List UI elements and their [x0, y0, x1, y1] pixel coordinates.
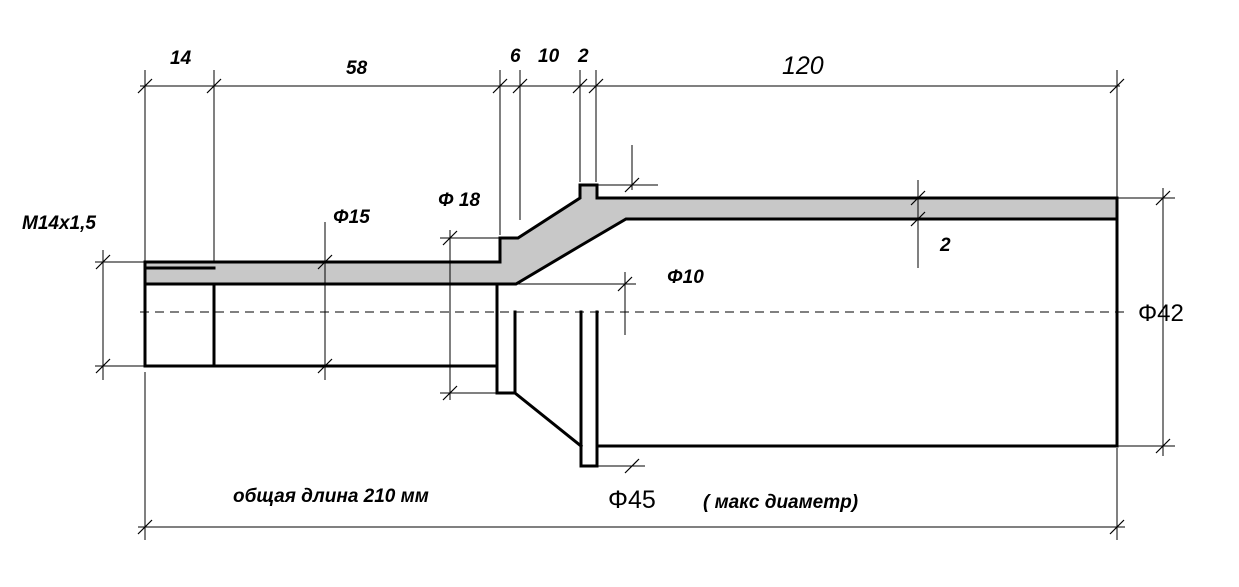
- thread-label: M14x1,5: [22, 213, 96, 234]
- dia-15-label: Φ15: [333, 207, 370, 228]
- total-length-label: общая длина 210 мм: [233, 486, 429, 507]
- dim-58-label: 58: [346, 58, 368, 79]
- top-dimension-lines: [137, 70, 1125, 262]
- dia-45-label: Φ45: [608, 486, 656, 514]
- wall-section: [143, 183, 1119, 286]
- dim-10-label: 10: [538, 46, 560, 67]
- max-diameter-note: ( макс диаметр): [703, 492, 858, 513]
- wall-2-label: 2: [939, 235, 951, 256]
- overall-length-dimension: [137, 372, 1125, 540]
- dim-14-label: 14: [170, 48, 192, 69]
- body-outline: [143, 217, 1119, 468]
- diameter-leaders: [95, 145, 1175, 474]
- dia-42-label: Φ42: [1138, 300, 1184, 327]
- dia-18-label: Φ 18: [438, 190, 480, 211]
- dia-10-label: Φ10: [667, 267, 704, 288]
- dim-6-label: 6: [510, 46, 521, 67]
- dim-2-top-label: 2: [577, 46, 589, 67]
- dim-120-label: 120: [782, 52, 824, 80]
